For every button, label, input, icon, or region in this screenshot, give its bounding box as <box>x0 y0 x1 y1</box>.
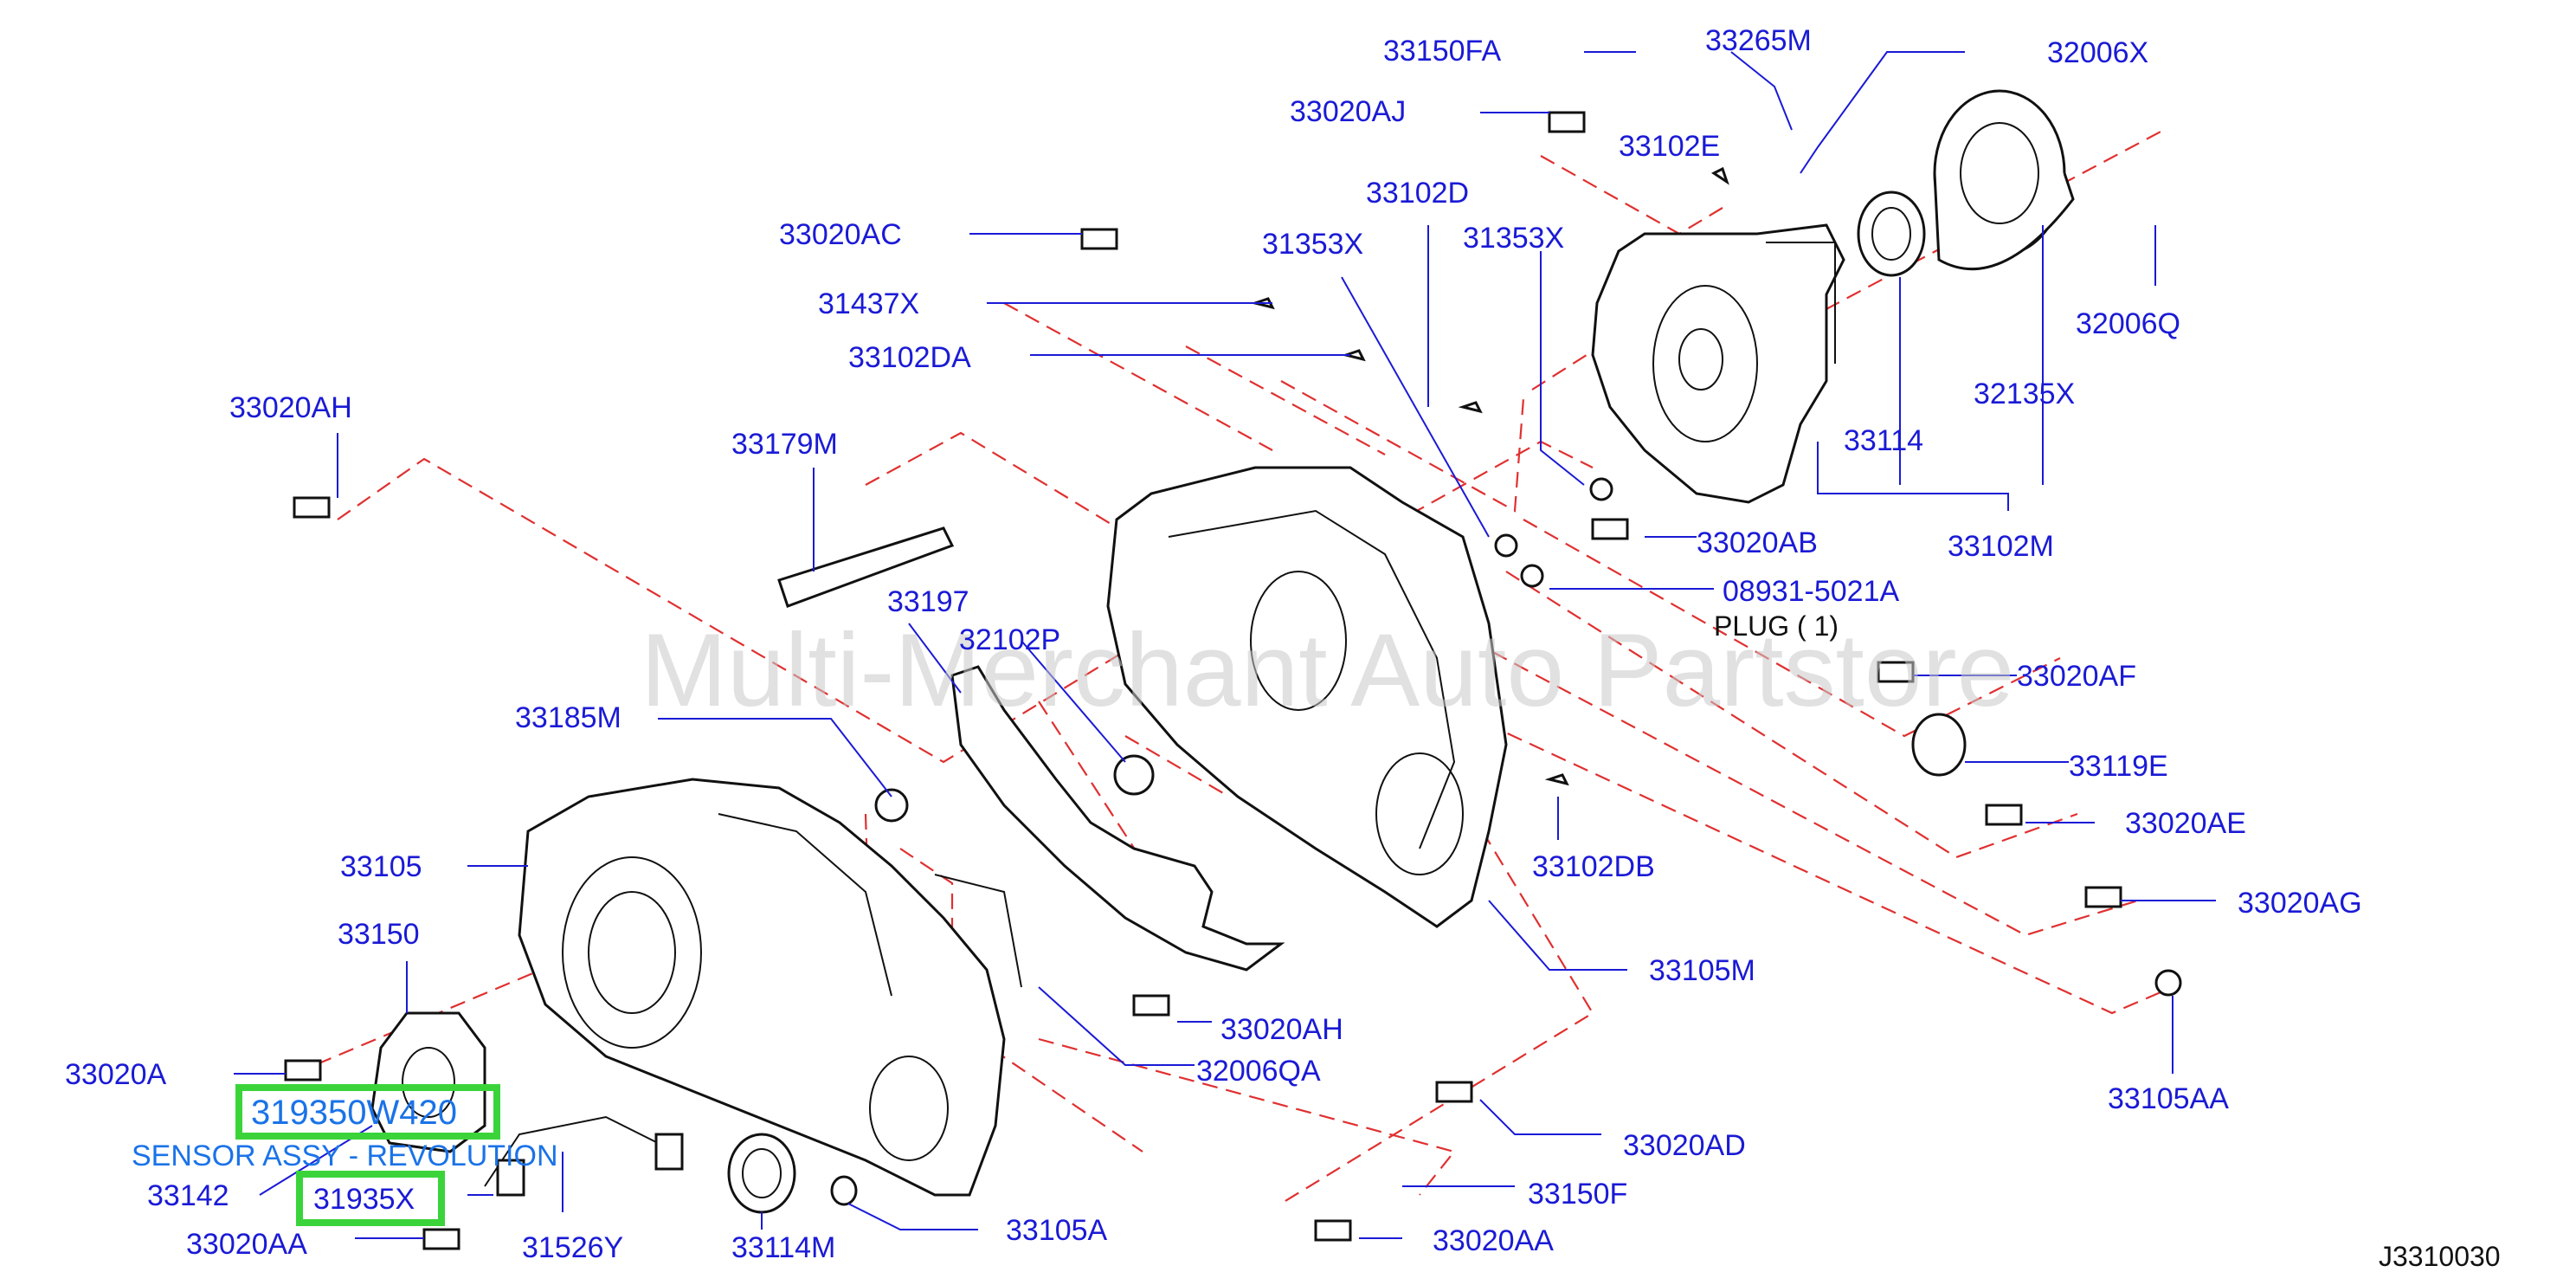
label-33020AJ[interactable]: 33020AJ <box>1290 95 1406 128</box>
label-33105[interactable]: 33105 <box>340 850 422 883</box>
label-33114[interactable]: 33114 <box>1844 424 1923 457</box>
label-33020AC[interactable]: 33020AC <box>779 218 902 251</box>
label-32006QA[interactable]: 32006QA <box>1196 1055 1321 1088</box>
label-33102DB[interactable]: 33102DB <box>1532 850 1655 883</box>
label-33020AF[interactable]: 33020AF <box>2017 660 2136 693</box>
part-oil-gutter-33179M <box>777 526 955 608</box>
leader-lines <box>234 51 2216 1239</box>
label-33114M[interactable]: 33114M <box>731 1231 835 1264</box>
label-33105M[interactable]: 33105M <box>1649 954 1755 987</box>
label-33020AD[interactable]: 33020AD <box>1623 1129 1746 1162</box>
label-33020AA-left[interactable]: 33020AA <box>186 1228 307 1261</box>
label-31353X-right[interactable]: 31353X <box>1463 222 1564 255</box>
highlight-part-number[interactable]: 319350W420 <box>251 1094 457 1132</box>
label-32006X[interactable]: 32006X <box>2047 36 2148 69</box>
highlight-box-main <box>235 1084 500 1140</box>
label-33105AA[interactable]: 33105AA <box>2108 1082 2229 1115</box>
part-output-bearing-32135X <box>1933 89 2075 271</box>
label-33020AE[interactable]: 33020AE <box>2125 807 2246 840</box>
part-center-case-33105M <box>1106 466 1508 928</box>
label-33102DA[interactable]: 33102DA <box>848 341 971 374</box>
label-31526Y[interactable]: 31526Y <box>522 1231 623 1264</box>
label-33265M[interactable]: 33265M <box>1705 24 1812 57</box>
label-31353X-left[interactable]: 31353X <box>1262 228 1363 261</box>
part-bolts <box>284 111 2182 1250</box>
highlight-box-secondary <box>296 1171 445 1226</box>
label-33020AA-bottom[interactable]: 33020AA <box>1433 1224 1554 1257</box>
highlight-description: SENSOR ASSY - REVOLUTION <box>132 1140 558 1172</box>
part-sensor-harness <box>484 874 1022 1197</box>
part-rear-extension-housing <box>1591 223 1845 504</box>
label-33102E[interactable]: 33102E <box>1619 130 1720 163</box>
part-oil-seal-33114 <box>1857 190 1926 277</box>
label-33197[interactable]: 33197 <box>887 585 969 618</box>
label-33020AH-top[interactable]: 33020AH <box>229 391 352 424</box>
label-31935X[interactable]: 31935X <box>313 1183 415 1216</box>
diagram-code: J3310030 <box>2379 1241 2501 1272</box>
label-33105A[interactable]: 33105A <box>1006 1214 1108 1247</box>
label-33142[interactable]: 33142 <box>147 1179 229 1212</box>
label-31437X[interactable]: 31437X <box>818 287 919 320</box>
label-33020AH-mid[interactable]: 33020AH <box>1220 1013 1343 1046</box>
label-33185M[interactable]: 33185M <box>515 701 621 734</box>
part-front-case-33105 <box>518 778 1006 1197</box>
label-33020AB[interactable]: 33020AB <box>1697 526 1818 559</box>
label-32135X[interactable]: 32135X <box>1974 378 2075 410</box>
label-08931-5021A[interactable]: 08931-5021A <box>1723 575 1900 608</box>
part-labels: 33150FA 33265M 32006X 33020AJ 33102E 331… <box>65 24 2501 1272</box>
label-33102M[interactable]: 33102M <box>1948 530 2054 563</box>
label-33020AG[interactable]: 33020AG <box>2238 887 2362 920</box>
label-32006Q[interactable]: 32006Q <box>2076 307 2180 340</box>
label-33179M[interactable]: 33179M <box>731 428 838 461</box>
label-plug-note: PLUG ( 1) <box>1714 610 1839 642</box>
part-seal-33114M <box>727 1133 796 1214</box>
part-gasket-33197 <box>950 665 1285 972</box>
label-33150F[interactable]: 33150F <box>1528 1178 1627 1211</box>
label-32102P[interactable]: 32102P <box>959 623 1060 656</box>
part-pump-33150 <box>370 1011 486 1153</box>
label-33102D[interactable]: 33102D <box>1366 177 1469 210</box>
label-33119E[interactable]: 33119E <box>2069 750 2168 783</box>
label-33150[interactable]: 33150 <box>338 918 420 951</box>
watermark-text: Multi-Merchant Auto Partstore <box>641 612 2014 728</box>
highlighted-part[interactable]: 319350W420 SENSOR ASSY - REVOLUTION 3193… <box>132 1084 558 1226</box>
label-33150FA[interactable]: 33150FA <box>1383 35 1501 68</box>
label-33020A[interactable]: 33020A <box>65 1058 167 1091</box>
